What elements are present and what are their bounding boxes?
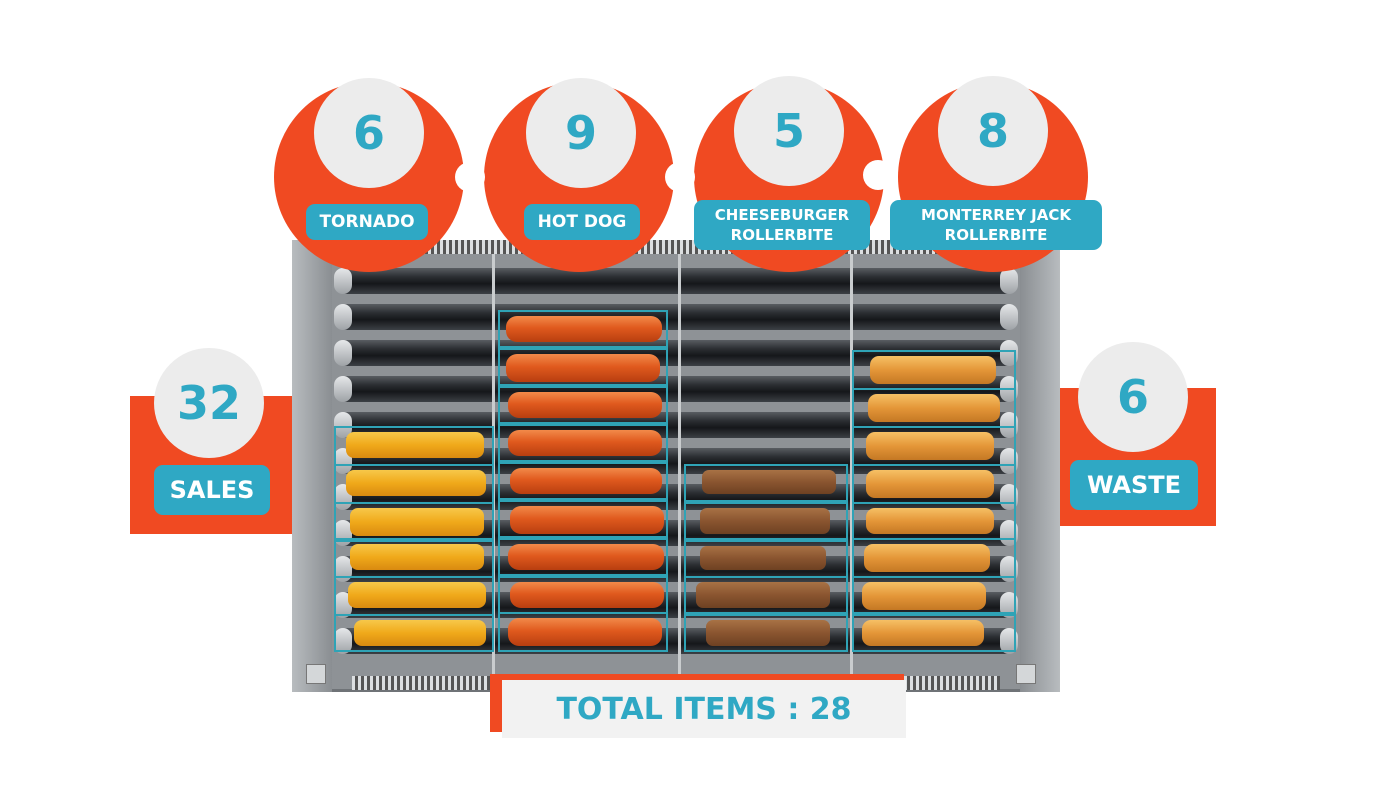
tornado-count: 6 (314, 78, 424, 188)
monterrey-count: 8 (938, 76, 1048, 186)
cheeseburger-label: CHEESEBURGER ROLLERBITE (694, 200, 870, 250)
waste-count: 6 (1078, 342, 1188, 452)
hotdog-count: 9 (526, 78, 636, 188)
waste-badge: WASTE (1070, 460, 1198, 510)
total-bar (502, 680, 906, 738)
sales-badge: SALES (154, 465, 270, 515)
cheeseburger-count: 5 (734, 76, 844, 186)
hotdog-label: HOT DOG (524, 204, 640, 240)
tornado-label: TORNADO (306, 204, 428, 240)
sales-count: 32 (154, 348, 264, 458)
monterrey-label: MONTERREY JACK ROLLERBITE (890, 200, 1102, 250)
total-items-label: TOTAL ITEMS : 28 (556, 692, 852, 727)
roller-grill (292, 240, 1060, 692)
